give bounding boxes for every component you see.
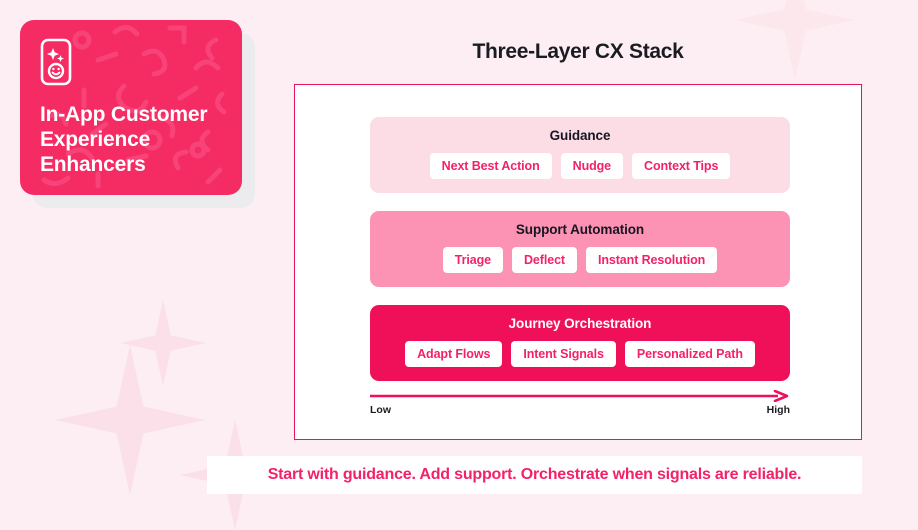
layer-title: Guidance — [549, 128, 611, 143]
layer-journey-orchestration[interactable]: Journey Orchestration Adapt Flows Intent… — [370, 305, 790, 381]
chip[interactable]: Triage — [442, 247, 503, 273]
memphis-pattern — [41, 25, 227, 189]
chip[interactable]: Instant Resolution — [585, 247, 718, 273]
chip[interactable]: Personalized Path — [624, 341, 755, 367]
layer-list: Guidance Next Best Action Nudge Context … — [370, 117, 790, 399]
chip[interactable]: Next Best Action — [429, 153, 552, 179]
chip[interactable]: Context Tips — [632, 153, 731, 179]
sparkle-decoration — [55, 345, 205, 495]
layer-guidance[interactable]: Guidance Next Best Action Nudge Context … — [370, 117, 790, 193]
chip[interactable]: Intent Signals — [511, 341, 616, 367]
footer-text: Start with guidance. Add support. Orches… — [267, 466, 802, 483]
chip[interactable]: Deflect — [512, 247, 577, 273]
hero-card: In-App Customer Experience Enhancers — [20, 20, 242, 195]
phone-sparkle-smiley-icon — [40, 38, 72, 86]
scale-arrow-icon — [370, 390, 789, 402]
layer-chip-group: Triage Deflect Instant Resolution — [442, 247, 718, 273]
layer-title: Support Automation — [515, 222, 645, 237]
maturity-scale: Low High — [370, 390, 790, 416]
hero-title: In-App Customer Experience Enhancers — [40, 103, 208, 176]
layer-chip-group: Adapt Flows Intent Signals Personalized … — [405, 341, 755, 367]
layer-chip-group: Next Best Action Nudge Context Tips — [429, 153, 731, 179]
cx-stack-panel: Guidance Next Best Action Nudge Context … — [294, 84, 862, 440]
chip[interactable]: Adapt Flows — [405, 341, 503, 367]
layer-support-automation[interactable]: Support Automation Triage Deflect Instan… — [370, 211, 790, 287]
footer-banner: Start with guidance. Add support. Orches… — [207, 456, 862, 494]
scale-label-high: High — [766, 404, 790, 416]
chip[interactable]: Nudge — [560, 153, 624, 179]
layer-title: Journey Orchestration — [508, 316, 652, 331]
scale-labels: Low High — [370, 404, 790, 416]
page-title: Three-Layer CX Stack — [472, 40, 684, 63]
scale-label-low: Low — [370, 404, 391, 416]
